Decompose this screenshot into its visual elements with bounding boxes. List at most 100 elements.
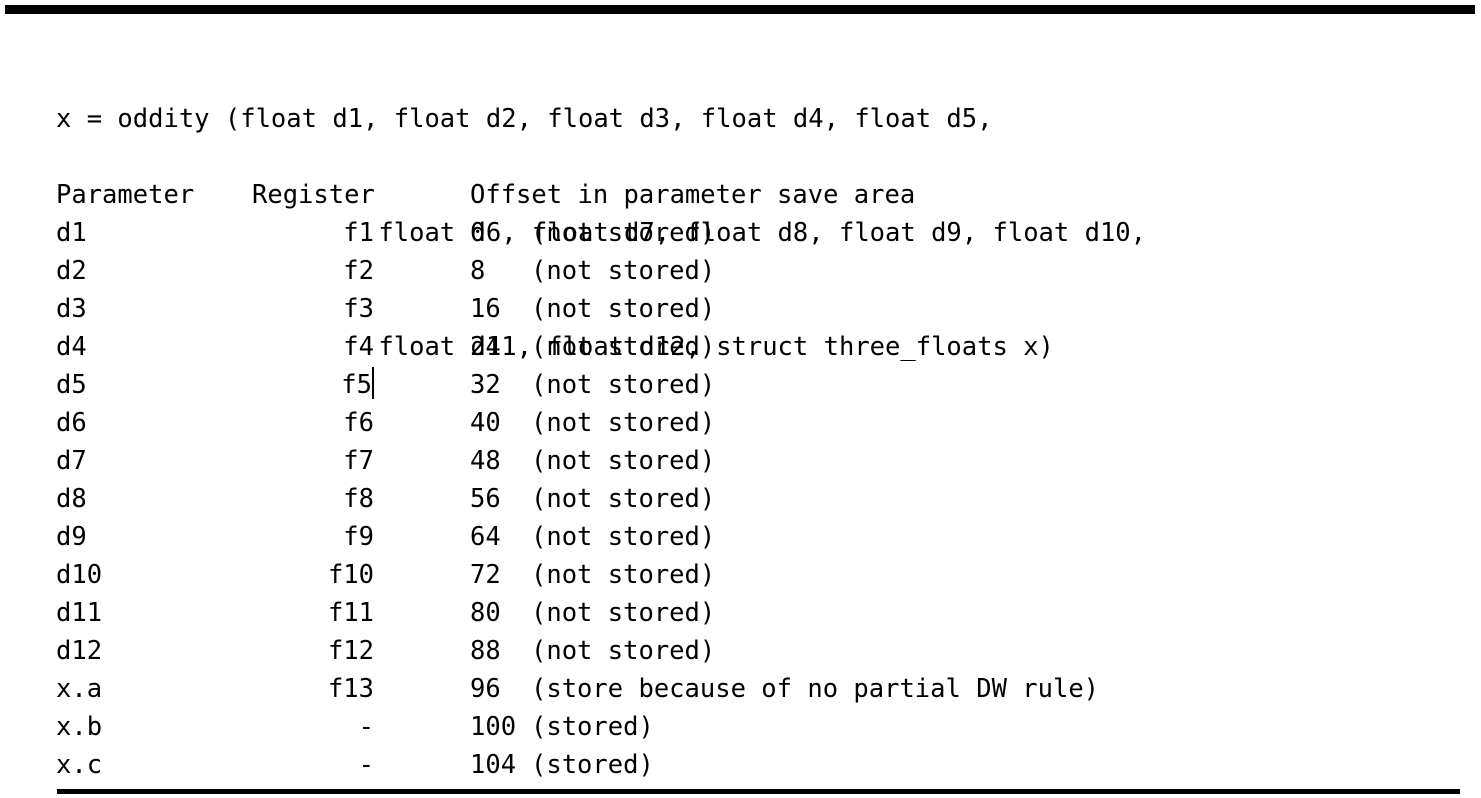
cell-offset: 24: [470, 332, 501, 362]
cell-parameter: d11: [56, 598, 103, 628]
parameter-table: Parameter Register Offset in parameter s…: [56, 176, 1099, 784]
cell-register: f2: [252, 252, 374, 290]
cell-register-text: f5: [341, 370, 372, 400]
cell-offset: 16: [470, 294, 501, 324]
cell-offset: 48: [470, 446, 501, 476]
cell-register: f4: [252, 328, 374, 366]
cell-offset: 100: [470, 712, 517, 742]
top-rule: [5, 5, 1475, 14]
cell-register-text: f7: [343, 446, 374, 476]
signature-line-2: float d6, float d7, float d8, float d9, …: [56, 218, 1147, 248]
text-cursor: [372, 367, 374, 399]
cell-note: (not stored): [531, 370, 716, 400]
cell-offset: 40: [470, 408, 501, 438]
cell-offset: 104: [470, 750, 517, 780]
cell-note: (not stored): [531, 560, 716, 590]
cell-register: f11: [252, 594, 374, 632]
cell-offset: 72: [470, 560, 501, 590]
table-row: d7 f7 48 (not stored): [56, 442, 1099, 480]
function-signature: x = oddity (float d1, float d2, float d3…: [56, 24, 1146, 442]
cell-parameter: d9: [56, 522, 87, 552]
cell-offset: 80: [470, 598, 501, 628]
table-row: d4 f4 24 (not stored): [56, 328, 1099, 366]
cell-parameter: d1: [56, 218, 87, 248]
cell-note: (not stored): [531, 446, 716, 476]
cell-offset: 88: [470, 636, 501, 666]
cell-note: (not stored): [531, 294, 716, 324]
cell-register-text: f12: [327, 636, 374, 666]
cell-note: (store because of no partial DW rule): [531, 674, 1100, 704]
cell-note: (not stored): [531, 598, 716, 628]
table-row: d9 f9 64 (not stored): [56, 518, 1099, 556]
column-header-register: Register: [252, 180, 375, 210]
cell-note: (not stored): [531, 408, 716, 438]
signature-line-3: float d11, float d12, struct three_float…: [56, 332, 1054, 362]
cell-register: f12: [252, 632, 374, 670]
cell-register-text: -: [358, 750, 374, 780]
table-row: x.c - 104 (stored): [56, 746, 1099, 784]
cell-parameter: d7: [56, 446, 87, 476]
cell-register-text: f8: [343, 484, 374, 514]
column-header-offset: Offset in parameter save area: [470, 180, 916, 210]
cell-register-text: -: [358, 712, 374, 742]
cell-register: f6: [252, 404, 374, 442]
cell-note: (not stored): [531, 484, 716, 514]
cell-register-text: f4: [343, 332, 374, 362]
cell-register: f8: [252, 480, 374, 518]
cell-note: (not stored): [531, 522, 716, 552]
cell-parameter: d3: [56, 294, 87, 324]
cell-register: -: [252, 746, 374, 784]
cell-register-text: f3: [343, 294, 374, 324]
cell-register-text: f1: [343, 218, 374, 248]
table-row: x.a f13 96 (store because of no partial DW …: [56, 670, 1099, 708]
table-row: d10 f10 72 (not stored): [56, 556, 1099, 594]
cell-register-text: f10: [327, 560, 374, 590]
cell-note: (not stored): [531, 332, 716, 362]
cell-offset: 96: [470, 674, 501, 704]
cell-register: f10: [252, 556, 374, 594]
cell-parameter: d8: [56, 484, 87, 514]
cell-note: (not stored): [531, 256, 716, 286]
cell-parameter: d10: [56, 560, 103, 590]
cell-register: f1: [252, 214, 374, 252]
cell-register-text: f2: [343, 256, 374, 286]
cell-offset: 56: [470, 484, 501, 514]
cell-note: (not stored): [531, 218, 716, 248]
cell-register: f3: [252, 290, 374, 328]
table-row: d12 f12 88 (not stored): [56, 632, 1099, 670]
table-row: d1 f1 0 (not stored): [56, 214, 1099, 252]
cell-parameter: d12: [56, 636, 103, 666]
cell-register: f5: [252, 366, 374, 404]
cell-offset: 8: [470, 256, 486, 286]
cell-offset: 32: [470, 370, 501, 400]
cell-parameter: d5: [56, 370, 87, 400]
table-row: d5 f5 32 (not stored): [56, 366, 1099, 404]
signature-line-1: x = oddity (float d1, float d2, float d3…: [56, 104, 993, 134]
cell-note: (not stored): [531, 636, 716, 666]
cell-register: -: [252, 708, 374, 746]
table-row: d3 f3 16 (not stored): [56, 290, 1099, 328]
cell-parameter: d6: [56, 408, 87, 438]
cell-register: f9: [252, 518, 374, 556]
cell-register-text: f9: [343, 522, 374, 552]
table-header-row: Parameter Register Offset in parameter s…: [56, 176, 1099, 214]
table-row: d8 f8 56 (not stored): [56, 480, 1099, 518]
table-row: d2 f2 8 (not stored): [56, 252, 1099, 290]
cell-parameter: x.c: [56, 750, 103, 780]
cell-parameter: x.b: [56, 712, 103, 742]
cell-parameter: d4: [56, 332, 87, 362]
cell-register-text: f13: [327, 674, 374, 704]
cell-offset: 0: [470, 218, 486, 248]
table-row: d6 f6 40 (not stored): [56, 404, 1099, 442]
column-header-parameter: Parameter: [56, 180, 195, 210]
cell-parameter: d2: [56, 256, 87, 286]
cell-register: f13: [252, 670, 374, 708]
cell-offset: 64: [470, 522, 501, 552]
cell-register-text: f6: [343, 408, 374, 438]
cell-note: (stored): [531, 712, 654, 742]
cell-note: (stored): [531, 750, 654, 780]
table-row: d11 f11 80 (not stored): [56, 594, 1099, 632]
cell-parameter: x.a: [56, 674, 103, 704]
